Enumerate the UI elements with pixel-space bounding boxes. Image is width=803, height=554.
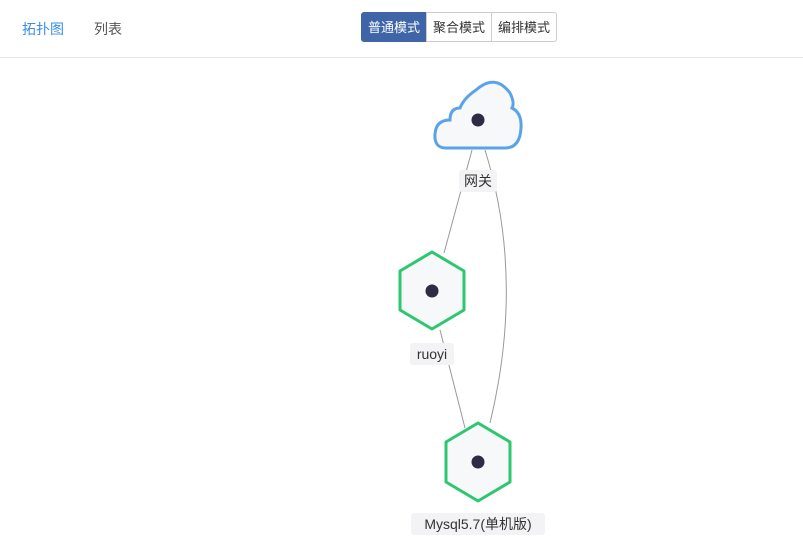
node-dot-icon (471, 113, 485, 127)
topology-canvas: 网关 ruoyi Mysql5.7(单机版) (398, 80, 545, 535)
aggregate-mode-button[interactable]: 聚合模式 (426, 12, 493, 42)
node-label-mysql: Mysql5.7(单机版) (424, 516, 531, 532)
normal-mode-button[interactable]: 普通模式 (361, 12, 428, 42)
orchestrate-mode-button[interactable]: 编排模式 (491, 12, 558, 42)
node-label-ruoyi: ruoyi (417, 346, 447, 362)
node-dot-icon (425, 284, 439, 298)
node-gateway[interactable]: 网关 (433, 80, 523, 192)
tab-list[interactable]: 列表 (94, 21, 122, 37)
node-mysql[interactable]: Mysql5.7(单机版) (411, 421, 545, 535)
node-dot-icon (471, 455, 485, 469)
node-label-gateway: 网关 (464, 173, 492, 189)
edge-gateway-ruoyi (443, 149, 473, 254)
node-ruoyi[interactable]: ruoyi (398, 250, 466, 365)
header: 拓扑图 列表 普通模式 聚合模式 编排模式 (0, 0, 803, 58)
mode-switch: 普通模式 聚合模式 编排模式 (361, 12, 558, 42)
tab-topology[interactable]: 拓扑图 (22, 21, 64, 37)
